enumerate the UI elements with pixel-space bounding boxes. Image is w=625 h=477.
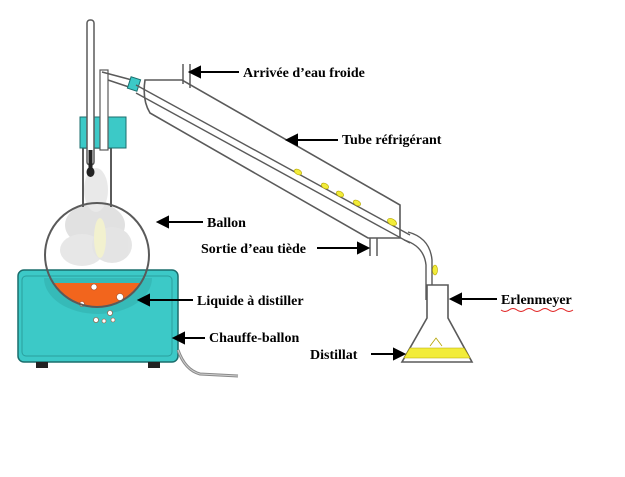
power-cord [176, 349, 239, 378]
label-cold-water-inlet: Arrivée d’eau froide [243, 66, 365, 81]
bubbles [79, 283, 124, 324]
label-erlenmeyer: Erlenmeyer [501, 293, 572, 308]
distillate-liquid [403, 347, 471, 359]
label-warm-water-outlet: Sortie d’eau tiède [201, 242, 306, 257]
condenser [135, 64, 411, 256]
vapor [60, 168, 132, 266]
still-head-arm [99, 69, 142, 151]
condensate-droplets [294, 168, 397, 226]
label-liquid: Liquide à distiller [197, 294, 304, 309]
label-flask: Ballon [207, 216, 246, 231]
pointer-arrows [136, 65, 497, 361]
label-condenser: Tube réfrigérant [342, 133, 442, 148]
label-distillate: Distillat [310, 348, 358, 363]
erlenmeyer-flask [400, 284, 474, 363]
label-heater: Chauffe-ballon [209, 331, 299, 346]
thermometer [86, 19, 95, 177]
spellcheck-underline [500, 308, 574, 312]
